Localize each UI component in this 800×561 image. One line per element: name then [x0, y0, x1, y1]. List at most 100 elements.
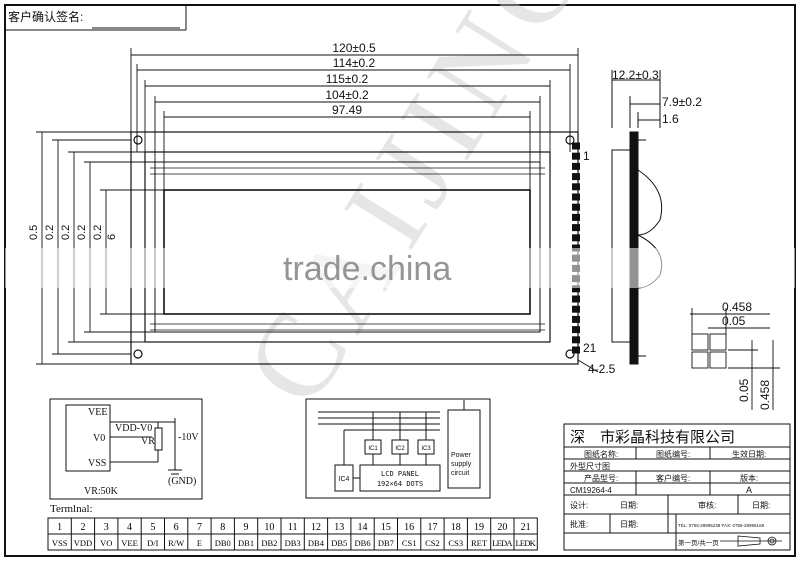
terminal-pin-name: VO	[100, 538, 112, 548]
tb-version: A	[746, 485, 752, 495]
terminal-pin-number: 7	[197, 522, 202, 533]
connector-pin	[572, 183, 580, 191]
block-diagram	[305, 398, 491, 499]
circuit-vr-value: VR:50K	[84, 486, 119, 497]
terminal-pin-name: DB4	[308, 538, 325, 548]
terminal-pin-name: VEE	[121, 538, 138, 548]
ic4-label: IC4	[339, 476, 350, 483]
terminal-pin-number: 17	[427, 522, 437, 533]
watermark-band	[5, 248, 795, 288]
connector-pin	[572, 326, 580, 334]
tb-drawing-no: 图纸编号:	[656, 449, 690, 459]
power-label-3: circuit	[451, 470, 469, 477]
connector-pin	[572, 224, 580, 232]
terminal-pin-number: 8	[220, 522, 225, 533]
terminal-pin-number: 21	[521, 522, 531, 533]
terminal-pin-number: 3	[104, 522, 109, 533]
terminal-pin-number: 13	[334, 522, 344, 533]
pin-first-label: 1	[583, 149, 590, 163]
dim-h-4: 0.2	[76, 225, 88, 240]
dim-1-6: 1.6	[662, 112, 679, 126]
terminal-pin-name: LEDA	[492, 538, 513, 548]
tb-date-2: 日期:	[752, 501, 770, 510]
terminal-pin-number: 9	[244, 522, 249, 533]
pitch-top-2: 0.05	[722, 314, 746, 328]
pitch-side-1: 0.05	[737, 378, 751, 402]
contrast-circuit	[49, 398, 203, 500]
terminal-pin-number: 10	[264, 522, 274, 533]
customer-confirm-label: 客户确认签名:	[8, 9, 83, 24]
tb-design: 设计:	[570, 500, 588, 510]
terminal-pin-name: VDD	[74, 538, 92, 548]
tb-customer-no: 客户编号:	[656, 473, 690, 483]
dim-h-5: 0.2	[92, 225, 104, 240]
terminal-pin-number: 11	[288, 522, 298, 533]
pixel-detail	[690, 308, 780, 410]
terminal-pin-name: VSS	[52, 538, 68, 548]
pin-last-label: 21	[583, 341, 597, 355]
connector-pin	[572, 173, 580, 181]
terminal-pin-number: 14	[358, 522, 368, 533]
terminal-pin-number: 15	[381, 522, 391, 533]
circuit-gnd: (GND)	[168, 476, 196, 487]
terminal-pin-name: D/I	[147, 538, 159, 548]
dim-114: 114±0.2	[333, 56, 376, 70]
connector-pin	[572, 193, 580, 201]
ic1-label: IC1	[368, 446, 378, 452]
terminal-pin-name: DB1	[238, 538, 254, 548]
circuit-vr: VR	[141, 436, 155, 447]
mount-hole	[133, 349, 143, 359]
connector-pin	[572, 336, 580, 344]
tb-model: CM19264-4	[570, 486, 612, 495]
circuit-vdd-v0: VDD-V0	[115, 423, 152, 434]
terminal-pin-name: DB5	[331, 538, 347, 548]
terminal-pin-name: R/W	[168, 538, 184, 548]
connector-pin	[572, 234, 580, 242]
company-name: 深 市彩晶科技有限公司	[570, 429, 735, 446]
connector-pin	[572, 213, 580, 221]
dim-120: 120±0.5	[332, 41, 376, 55]
terminal-pin-number: 19	[474, 522, 484, 533]
tb-version-label: 版本:	[740, 473, 758, 483]
terminal-pin-number: 1	[57, 522, 62, 533]
tb-page: 第一页/共一页	[678, 538, 719, 547]
dim-h-2: 0.2	[44, 225, 56, 240]
terminal-pin-number: 4	[127, 522, 132, 533]
dim-h-6: 6	[106, 234, 118, 240]
connector-pin	[572, 142, 580, 150]
width-dimensions	[130, 48, 579, 190]
terminal-pin-name: DB0	[215, 538, 231, 548]
module-frame	[144, 151, 551, 343]
power-label-1: Power	[451, 452, 472, 459]
terminal-label: Termlnal:	[50, 503, 93, 515]
connector-pin	[572, 152, 580, 160]
terminal-pin-name: CS1	[402, 538, 417, 548]
pitch-top-1: 0.458	[722, 300, 752, 314]
connector-pin	[572, 285, 580, 293]
dim-97: 97.49	[332, 103, 362, 117]
dim-h-3: 0.2	[60, 225, 72, 240]
ic2-label: IC2	[395, 446, 405, 452]
terminal-pin-name: DB6	[355, 538, 371, 548]
circuit-vee: VEE	[88, 407, 107, 418]
tb-outline-drawing: 外型尺寸图	[570, 461, 610, 471]
hole-spec: 4-2.5	[588, 362, 616, 376]
terminal-pin-name: DB3	[285, 538, 301, 548]
tb-audit: 审核:	[698, 500, 716, 510]
terminal-pin-number: 18	[451, 522, 461, 533]
dim-thickness: 12.2±0.3	[612, 68, 659, 82]
connector-pin	[572, 305, 580, 313]
connector-pin	[572, 162, 580, 170]
terminal-pin-name: DB2	[261, 538, 277, 548]
terminal-pin-name: CS2	[425, 538, 440, 548]
mount-hole	[133, 135, 143, 145]
tb-date-1: 日期:	[620, 501, 638, 510]
terminal-pin-name: DB7	[378, 538, 394, 548]
lcd-panel-label: LCD PANEL	[381, 470, 419, 478]
power-label-2: supply	[451, 461, 472, 468]
tb-product-model: 产品型号:	[584, 473, 618, 483]
dim-104: 104±0.2	[325, 88, 369, 102]
viewing-area	[154, 161, 541, 333]
watermark-site: trade.china	[283, 250, 451, 288]
